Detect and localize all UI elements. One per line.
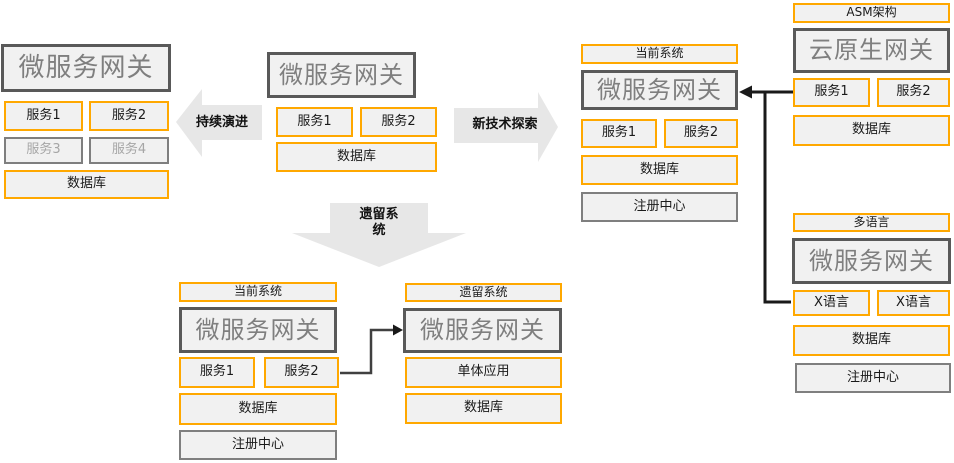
connector-service2-to-legacy <box>340 328 394 375</box>
service-box: 服务1 <box>581 119 657 148</box>
arrow-label-legacy: 遗留系 统 <box>359 207 399 238</box>
arrow-label-evolve: 持续演进 <box>195 115 248 130</box>
database-box: 数据库 <box>4 170 169 199</box>
gateway-box: 云原生网关 <box>793 28 950 73</box>
service-box: 服务2 <box>877 78 950 107</box>
service-box: 服务2 <box>360 107 437 137</box>
database-box: 数据库 <box>581 155 738 185</box>
group-label: 当前系统 <box>581 44 738 64</box>
gateway-box: 微服务网关 <box>1 44 171 92</box>
connector-arrowhead-right <box>393 324 403 336</box>
service-box: 服务2 <box>264 357 339 388</box>
group-label: ASM架构 <box>793 3 950 23</box>
arrow-label-explore: 新技术探索 <box>472 117 538 132</box>
service-box: 服务3 <box>4 137 83 164</box>
connector-arrowhead-left <box>739 85 752 99</box>
service-box: 服务1 <box>4 101 83 131</box>
monolith-box: 单体应用 <box>405 357 562 388</box>
service-box: X语言 <box>877 290 950 316</box>
connector-multilang-branch <box>763 92 791 304</box>
database-box: 数据库 <box>276 142 437 172</box>
gateway-box: 微服务网关 <box>403 308 562 353</box>
gateway-box: 微服务网关 <box>581 70 738 110</box>
service-box: X语言 <box>793 290 870 316</box>
database-box: 数据库 <box>405 393 562 424</box>
service-box: 服务2 <box>664 119 738 148</box>
gateway-box: 微服务网关 <box>792 238 951 284</box>
database-box: 数据库 <box>793 115 950 146</box>
service-box: 服务1 <box>276 107 353 137</box>
group-label: 遗留系统 <box>405 283 562 302</box>
service-box: 服务1 <box>179 357 255 388</box>
registry-box: 注册中心 <box>795 363 951 393</box>
service-box: 服务1 <box>793 78 870 107</box>
registry-box: 注册中心 <box>581 192 738 222</box>
gateway-box: 微服务网关 <box>267 52 416 98</box>
registry-box: 注册中心 <box>179 430 337 460</box>
gateway-box: 微服务网关 <box>179 307 337 353</box>
database-box: 数据库 <box>793 325 950 356</box>
group-label: 当前系统 <box>179 282 337 302</box>
group-label: 多语言 <box>793 213 950 232</box>
service-box: 服务2 <box>89 101 169 131</box>
database-box: 数据库 <box>179 393 337 425</box>
service-box: 服务4 <box>89 137 169 164</box>
